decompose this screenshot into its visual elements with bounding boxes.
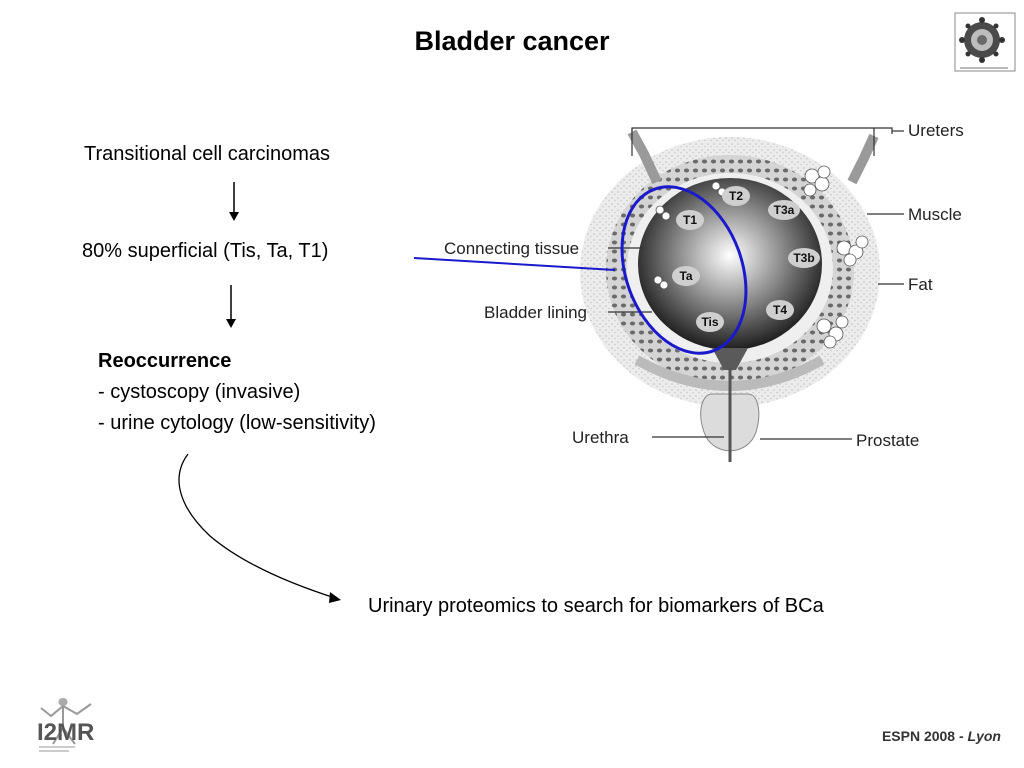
i2mr-logo-text: I2MR <box>37 719 94 746</box>
slide-title: Bladder cancer <box>414 26 610 56</box>
reoccurrence-block: Reoccurrence - cystoscopy (invasive) - u… <box>98 346 376 439</box>
diagram-labels: Ureters Muscle Fat Connecting tissue Bla… <box>444 121 964 450</box>
ureter-right <box>847 133 879 185</box>
transitional-cell-text: Transitional cell carcinomas <box>84 143 331 165</box>
label-prostate: Prostate <box>856 431 919 450</box>
bladder-neck <box>712 348 748 370</box>
arrow-down-2 <box>226 285 236 328</box>
stage-tis: Tis <box>701 315 718 329</box>
callout-lines <box>608 127 904 440</box>
stage-t3b: T3b <box>793 251 814 265</box>
footer-event-name: ESPN 2008 - <box>881 728 968 744</box>
ureter-left <box>627 129 662 185</box>
reoccurrence-item-cystoscopy: - cystoscopy (invasive) <box>98 381 301 403</box>
stage-ta: Ta <box>679 269 692 283</box>
footer-city: Lyon <box>967 728 1001 744</box>
label-ureters: Ureters <box>908 121 964 140</box>
i2mr-logo: I2MR <box>37 698 94 752</box>
highlight-ellipse <box>620 185 748 355</box>
label-fat: Fat <box>908 275 933 294</box>
stage-t1: T1 <box>683 213 697 227</box>
highlight-connector-line <box>413 257 616 271</box>
stage-t4: T4 <box>773 303 787 317</box>
tumor-clusters <box>653 165 869 349</box>
footer-event: ESPN 2008 - Lyon <box>882 728 1001 744</box>
stage-labels: T2 T1 T3a Ta T3b T4 Tis <box>672 186 820 332</box>
reoccurrence-heading: Reoccurrence <box>98 350 232 372</box>
label-urethra: Urethra <box>572 428 629 447</box>
superficial-percentage-text: 80% superficial (Tis, Ta, T1) <box>82 240 329 262</box>
curved-arrow <box>178 453 341 603</box>
arrow-down-1 <box>229 182 239 221</box>
label-muscle: Muscle <box>908 205 962 224</box>
urinary-proteomics-text: Urinary proteomics to search for biomark… <box>368 595 824 617</box>
stage-t3a: T3a <box>774 203 795 217</box>
label-connecting-tissue: Connecting tissue <box>444 239 579 258</box>
bladder-diagram: T2 T1 T3a Ta T3b T4 Tis Ureters Muscle F… <box>444 121 964 462</box>
label-bladder-lining: Bladder lining <box>484 303 587 322</box>
reoccurrence-item-cytology: - urine cytology (low-sensitivity) <box>98 412 376 434</box>
stage-t2: T2 <box>729 189 743 203</box>
institution-logo-top <box>954 12 1016 72</box>
